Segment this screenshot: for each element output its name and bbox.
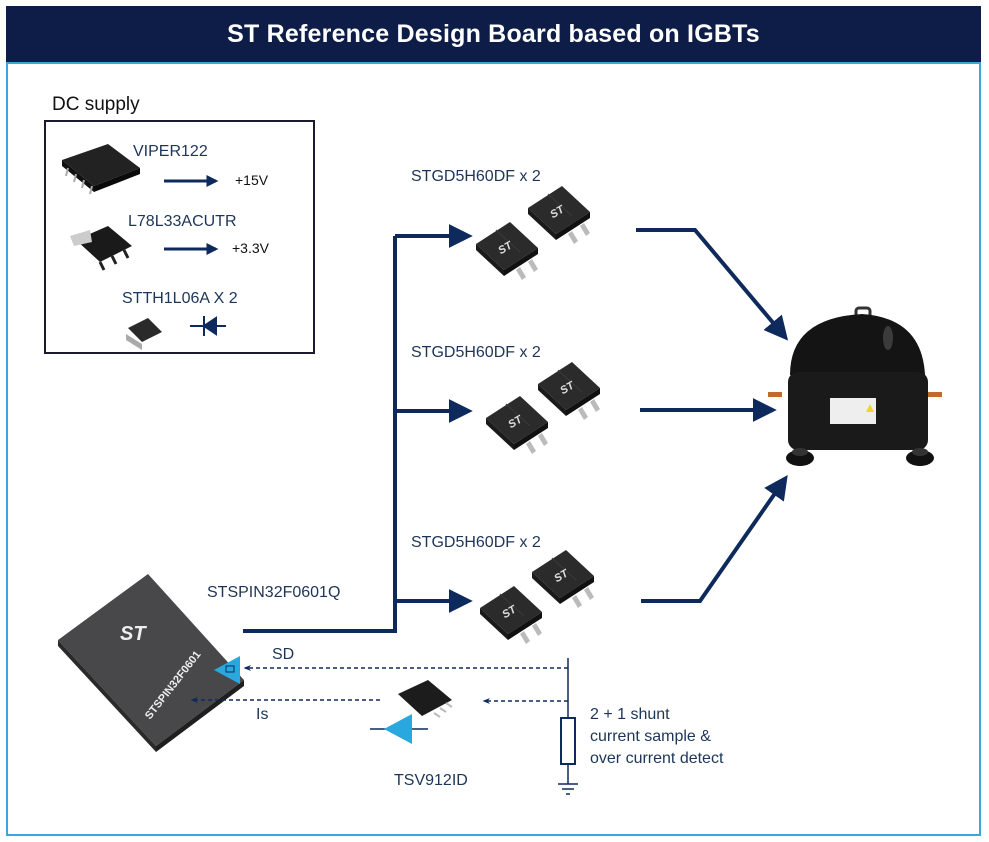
is-signal-label: Is (256, 706, 269, 723)
tsv912-chip-icon (398, 680, 453, 718)
svg-text:ST: ST (120, 623, 147, 645)
opamp-symbol-icon (370, 714, 428, 744)
shunt-resistor-icon (560, 658, 576, 784)
dc-supply-box (44, 120, 315, 354)
compressor-icon (768, 306, 942, 466)
feedback-lines (190, 665, 568, 704)
igbt-pair-1-icon (475, 185, 591, 281)
page-title: ST Reference Design Board based on IGBTs (227, 19, 760, 48)
stth1l06a-label: STTH1L06A X 2 (122, 290, 238, 307)
l78l33-output: +3.3V (232, 240, 269, 256)
igbt-stage-2-label: STGD5H60DF x 2 (411, 344, 541, 361)
igbt-stage-3-label: STGD5H60DF x 2 (411, 534, 541, 551)
header-bar: ST Reference Design Board based on IGBTs (6, 6, 981, 64)
ground-icon (558, 783, 578, 795)
igbt-pair-3-icon (479, 549, 595, 645)
viper122-chip-icon (62, 144, 140, 195)
l78l33-chip-icon (70, 226, 132, 271)
phase-outputs (636, 228, 789, 603)
l78l33-label: L78L33ACUTR (128, 213, 237, 230)
igbt-stage-1-label: STGD5H60DF x 2 (411, 168, 541, 185)
dc-supply-title: DC supply (52, 94, 140, 115)
igbt-pair-2-icon (485, 361, 601, 455)
viper122-label: VIPER122 (133, 143, 208, 160)
shunt-line-2: current sample & (590, 728, 711, 745)
diode-symbol-icon (190, 316, 226, 336)
comparator-symbol-icon (214, 656, 240, 684)
sd-signal-label: SD (272, 646, 295, 663)
stspin32-chip-icon: ST STSPIN32F0601 (58, 574, 244, 752)
shunt-description: 2 + 1 shunt current sample & over curren… (590, 704, 723, 770)
shunt-line-1: 2 + 1 shunt (590, 706, 670, 723)
opamp-label: TSV912ID (394, 772, 468, 789)
controller-label: STSPIN32F0601Q (207, 584, 341, 601)
stth1l06a-package-icon (126, 318, 162, 350)
gate-drive-bus (243, 224, 473, 633)
viper122-output: +15V (235, 172, 269, 188)
shunt-line-3: over current detect (590, 750, 724, 767)
